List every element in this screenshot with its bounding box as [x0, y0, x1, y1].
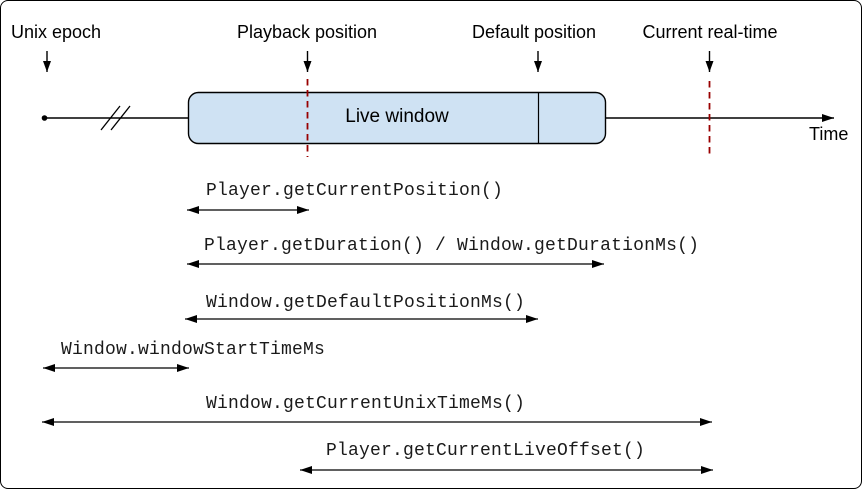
marker-label-unix-epoch: Unix epoch [11, 22, 102, 42]
annotation-get-current-position: Player.getCurrentPosition() [206, 181, 504, 201]
span-arrows [42, 206, 713, 474]
live-window-label: Live window [345, 106, 449, 127]
axis-break-icon [100, 105, 131, 131]
dashed-position-lines [306, 79, 711, 157]
annotation-get-default-position-ms: Window.getDefaultPositionMs() [206, 293, 526, 313]
annotation-get-duration: Player.getDuration() / Window.getDuratio… [204, 236, 700, 256]
annotation-get-current-live-offset: Player.getCurrentLiveOffset() [326, 441, 646, 461]
marker-label-current-real-time: Current real-time [642, 22, 778, 42]
time-axis-label: Time [809, 124, 849, 144]
annotation-get-current-unix-time-ms: Window.getCurrentUnixTimeMs() [206, 394, 526, 414]
marker-label-playback-position: Playback position [236, 22, 378, 42]
annotation-window-start-time-ms: Window.windowStartTimeMs [61, 340, 326, 360]
marker-label-default-position: Default position [471, 22, 597, 42]
axis-origin-dot [41, 115, 48, 121]
live-window-box [187, 91, 607, 145]
marker-down-arrows [43, 51, 714, 72]
